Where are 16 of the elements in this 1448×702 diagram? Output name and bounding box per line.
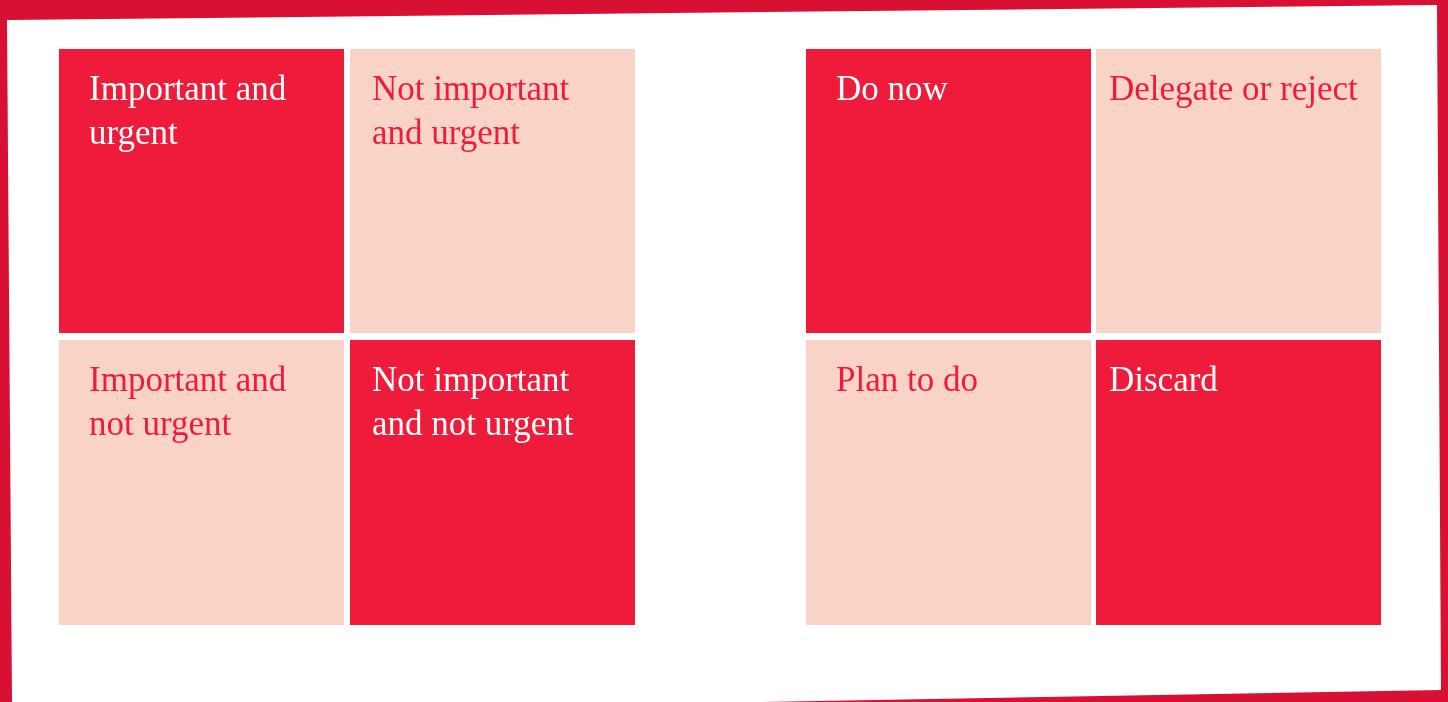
quadrant-box [59, 49, 344, 333]
quadrant-box [806, 49, 1091, 333]
quadrant-label: Important and not urgent [89, 359, 288, 445]
quadrant-label: Discard [1109, 359, 1219, 401]
quadrant-box [59, 340, 344, 625]
quadrant-label: Delegate or reject [1109, 68, 1359, 110]
quadrant-box [350, 340, 635, 625]
quadrant-box [806, 340, 1091, 625]
quadrant-label: Do now [836, 68, 949, 110]
quadrant-box [1096, 340, 1381, 625]
quadrant-label: Not important and urgent [372, 68, 571, 154]
quadrant-label: Plan to do [836, 359, 979, 401]
quadrant-label: Not important and not urgent [372, 359, 575, 445]
quadrant-label: Important and urgent [89, 68, 288, 154]
quadrant-box [1096, 49, 1381, 333]
quadrant-box [350, 49, 635, 333]
